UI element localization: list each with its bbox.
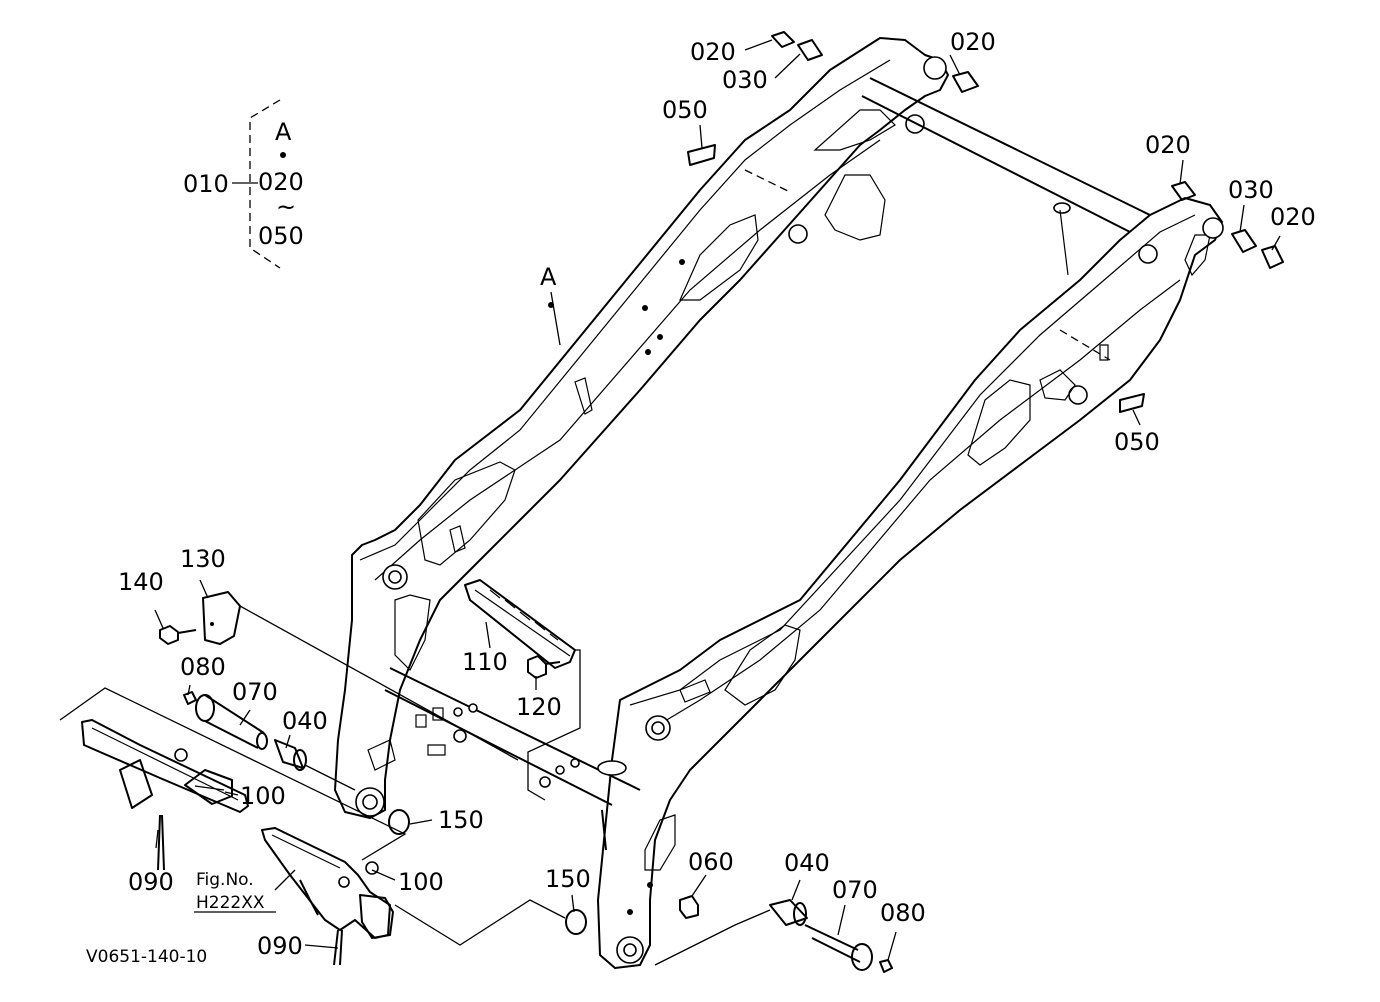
callout-080-left: 080: [180, 653, 226, 681]
diagram-code: V0651-140-10: [86, 947, 207, 967]
right-bucket-bracket: [261, 827, 394, 966]
callout-120: 120: [516, 693, 562, 721]
part-150-washers: [388, 809, 587, 935]
lower-cross-tube: [384, 667, 641, 851]
assembly-outline-dashed: [59, 169, 1111, 966]
part-080-grease-nipple-left: [183, 691, 197, 705]
leader-lines: [154, 39, 1281, 961]
part-120-bolt: [527, 655, 561, 679]
right-boom-arm: [597, 197, 1224, 969]
callout-040-right: 040: [784, 849, 830, 877]
callout-090-right: 090: [257, 932, 303, 960]
callout-020-right-upper: 020: [1145, 131, 1191, 159]
callout-140: 140: [118, 568, 164, 596]
bracket-top-label: A: [275, 118, 292, 146]
bracket-parent-label: 010: [183, 170, 229, 198]
fig-ref-line2: H222XX: [196, 893, 265, 913]
reference-a-label: A: [540, 263, 557, 291]
callout-020-top-center: 020: [950, 28, 996, 56]
ref-dot-bracket: [280, 152, 286, 158]
callout-110: 110: [462, 648, 508, 676]
fig-reference: Fig.No. H222XX: [194, 870, 276, 913]
callout-020-top-left: 020: [690, 38, 736, 66]
callout-130: 130: [180, 545, 226, 573]
group-bracket: 010 A 020 ~ 050: [183, 99, 304, 269]
callout-040-left: 040: [282, 707, 328, 735]
callout-020-right: 020: [1270, 203, 1316, 231]
part-050-decals: [687, 144, 1145, 413]
part-130-cover-plate: [202, 591, 519, 761]
callout-100-right: 100: [398, 868, 444, 896]
part-040-bushing-left: [274, 739, 307, 771]
callout-150-right: 150: [545, 865, 591, 893]
bracket-tilde: ~: [276, 193, 296, 221]
pin-axis-left: [304, 764, 356, 791]
callout-050-top: 050: [662, 96, 708, 124]
part-060-grease-nipple: [679, 895, 699, 919]
fig-ref-line1: Fig.No.: [196, 870, 254, 890]
callout-070-right: 070: [832, 876, 878, 904]
callout-090-left: 090: [128, 868, 174, 896]
left-boom-arm: [334, 37, 949, 819]
callout-030-right: 030: [1228, 176, 1274, 204]
upper-cross-tube: [861, 77, 1151, 276]
callout-080-right: 080: [880, 899, 926, 927]
callout-100-left: 100: [240, 782, 286, 810]
part-080-grease-nipple-right: [879, 959, 893, 973]
ref-dot-a: [548, 302, 554, 308]
left-bucket-bracket: [81, 719, 249, 871]
part-110-step: [464, 579, 581, 801]
callout-030-top-left: 030: [722, 66, 768, 94]
part-140-bolt: [159, 625, 197, 645]
part-070-pin-right: [804, 924, 873, 971]
bracket-to-label: 050: [258, 222, 304, 250]
callout-070-left: 070: [232, 678, 278, 706]
callout-150-left: 150: [438, 806, 484, 834]
bracket-from-label: 020: [258, 168, 304, 196]
part-040-bushing-right: [769, 899, 808, 926]
callout-060: 060: [688, 848, 734, 876]
callout-050-right: 050: [1114, 428, 1160, 456]
part-070-pin-left: [195, 694, 268, 750]
